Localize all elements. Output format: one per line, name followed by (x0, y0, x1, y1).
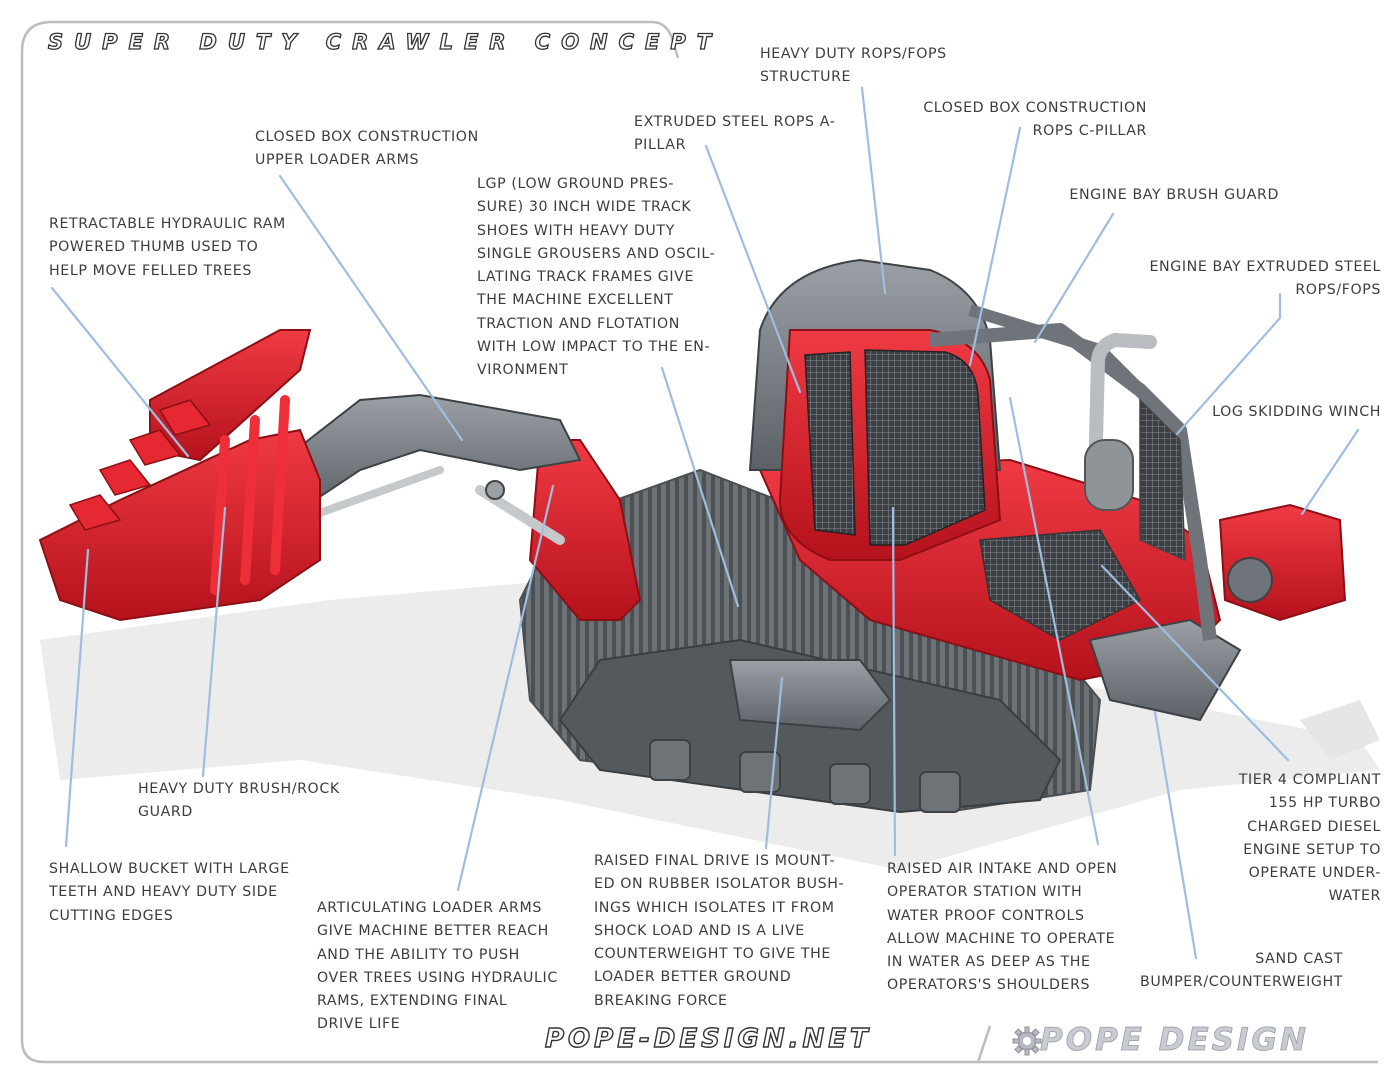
brand-logo: POPE DESIGN (1040, 1022, 1309, 1059)
leader-engine-rops (1175, 292, 1282, 436)
leader-bucket (64, 548, 90, 848)
leader-lgp-tracks (660, 366, 740, 608)
website-link[interactable]: POPE-DESIGN.NET (544, 1023, 872, 1054)
gear-icon (1012, 1026, 1042, 1056)
leader-bumper (1153, 710, 1198, 960)
leader-brush-guard (1033, 212, 1115, 344)
leader-thumb (50, 286, 190, 458)
leader-box-c-pillar (968, 126, 1022, 367)
callout-rock-guard: HEAVY DUTY BRUSH/ROCK GUARD (138, 781, 340, 821)
leader-rops-fops (860, 86, 887, 295)
leader-upper-arms (278, 174, 464, 442)
callout-engine-rops: ENGINE BAY EXTRUDED STEEL ROPS/FOPS (1149, 259, 1381, 299)
callout-brush-guard: ENGINE BAY BRUSH GUARD (1069, 187, 1279, 203)
page-title: SUPER DUTY CRAWLER CONCEPT (47, 29, 723, 54)
leader-engine (1100, 564, 1290, 762)
callout-loader-arms: ARTICULATING LOADER ARMS GIVE MACHINE BE… (317, 900, 558, 1033)
callout-bumper: SAND CAST BUMPER/COUNTERWEIGHT (1139, 951, 1343, 991)
callout-final-drive: RAISED FINAL DRIVE IS MOUNT- ED ON RUBBE… (594, 853, 845, 1009)
callout-winch: LOG SKIDDING WINCH (1212, 404, 1381, 420)
callout-rops-fops: HEAVY DUTY ROPS/FOPS STRUCTURE (760, 46, 947, 86)
callout-engine: TIER 4 COMPLIANT 155 HP TURBO CHARGED DI… (1238, 772, 1381, 905)
leader-final-drive (764, 676, 784, 850)
leader-a-pillar (704, 144, 802, 394)
leader-winch (1300, 428, 1360, 516)
leader-rock-guard (201, 506, 227, 778)
callout-box-c-pillar: CLOSED BOX CONSTRUCTION ROPS C-PILLAR (923, 100, 1147, 140)
callout-bucket: SHALLOW BUCKET WITH LARGE TEETH AND HEAV… (49, 861, 290, 924)
callout-lgp-tracks: LGP (LOW GROUND PRES- SURE) 30 INCH WIDE… (477, 176, 716, 379)
callout-thumb: RETRACTABLE HYDRAULIC RAM POWERED THUMB … (49, 216, 286, 279)
leader-exhaust (1008, 396, 1100, 846)
leader-air-intake (891, 506, 897, 857)
callout-a-pillar: EXTRUDED STEEL ROPS A- PILLAR (634, 114, 836, 154)
leader-loader-arms (456, 484, 555, 892)
callout-air-intake: RAISED AIR INTAKE AND OPEN OPERATOR STAT… (887, 861, 1118, 994)
callout-upper-arms: CLOSED BOX CONSTRUCTION UPPER LOADER ARM… (255, 129, 479, 169)
